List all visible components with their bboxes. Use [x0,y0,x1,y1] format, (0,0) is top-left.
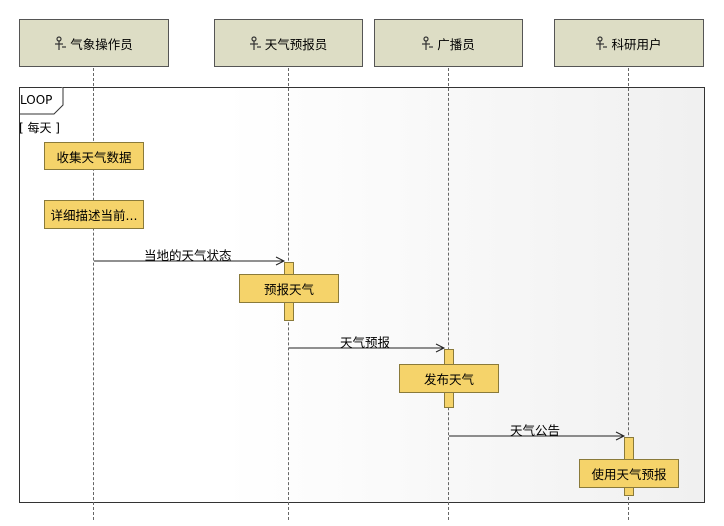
message-label: 天气预报 [340,335,391,350]
action-describe-current[interactable]: 详细描述当前... [44,200,144,229]
message-arrowhead [275,256,286,266]
message-label: 天气公告 [510,423,561,438]
actor-label: 天气预报员 [264,36,328,52]
actor-broadcaster[interactable]: 广播员 [374,19,523,67]
actor-label: 科研用户 [611,36,662,52]
message-arrowhead [435,343,446,353]
actor-meteorological-operator[interactable]: 气象操作员 [19,19,169,67]
loop-guard: [ 每天 ] [19,121,60,135]
loop-fragment[interactable] [19,87,705,503]
message-label: 当地的天气状态 [144,248,232,263]
action-publish-weather[interactable]: 发布天气 [399,364,499,393]
lifeline-broadcaster [448,68,449,520]
lifeline-research-user [628,68,629,520]
lifeline-meteorological-operator [93,68,94,520]
actor-label: 广播员 [437,36,475,52]
loop-tag-shape [19,87,64,115]
actor-label: 气象操作员 [70,36,133,52]
loop-tag: LOOP [20,93,53,107]
actor-research-user[interactable]: 科研用户 [554,19,704,67]
actor-weather-forecaster[interactable]: 天气预报员 [214,19,363,67]
action-use-forecast[interactable]: 使用天气预报 [579,459,679,488]
message-arrowhead [615,431,626,441]
action-forecast-weather[interactable]: 预报天气 [239,274,339,303]
actor-icon [596,36,608,50]
action-collect-weather-data[interactable]: 收集天气数据 [44,142,144,170]
actor-icon [422,36,434,50]
actor-icon [249,36,261,50]
actor-icon [55,36,67,50]
